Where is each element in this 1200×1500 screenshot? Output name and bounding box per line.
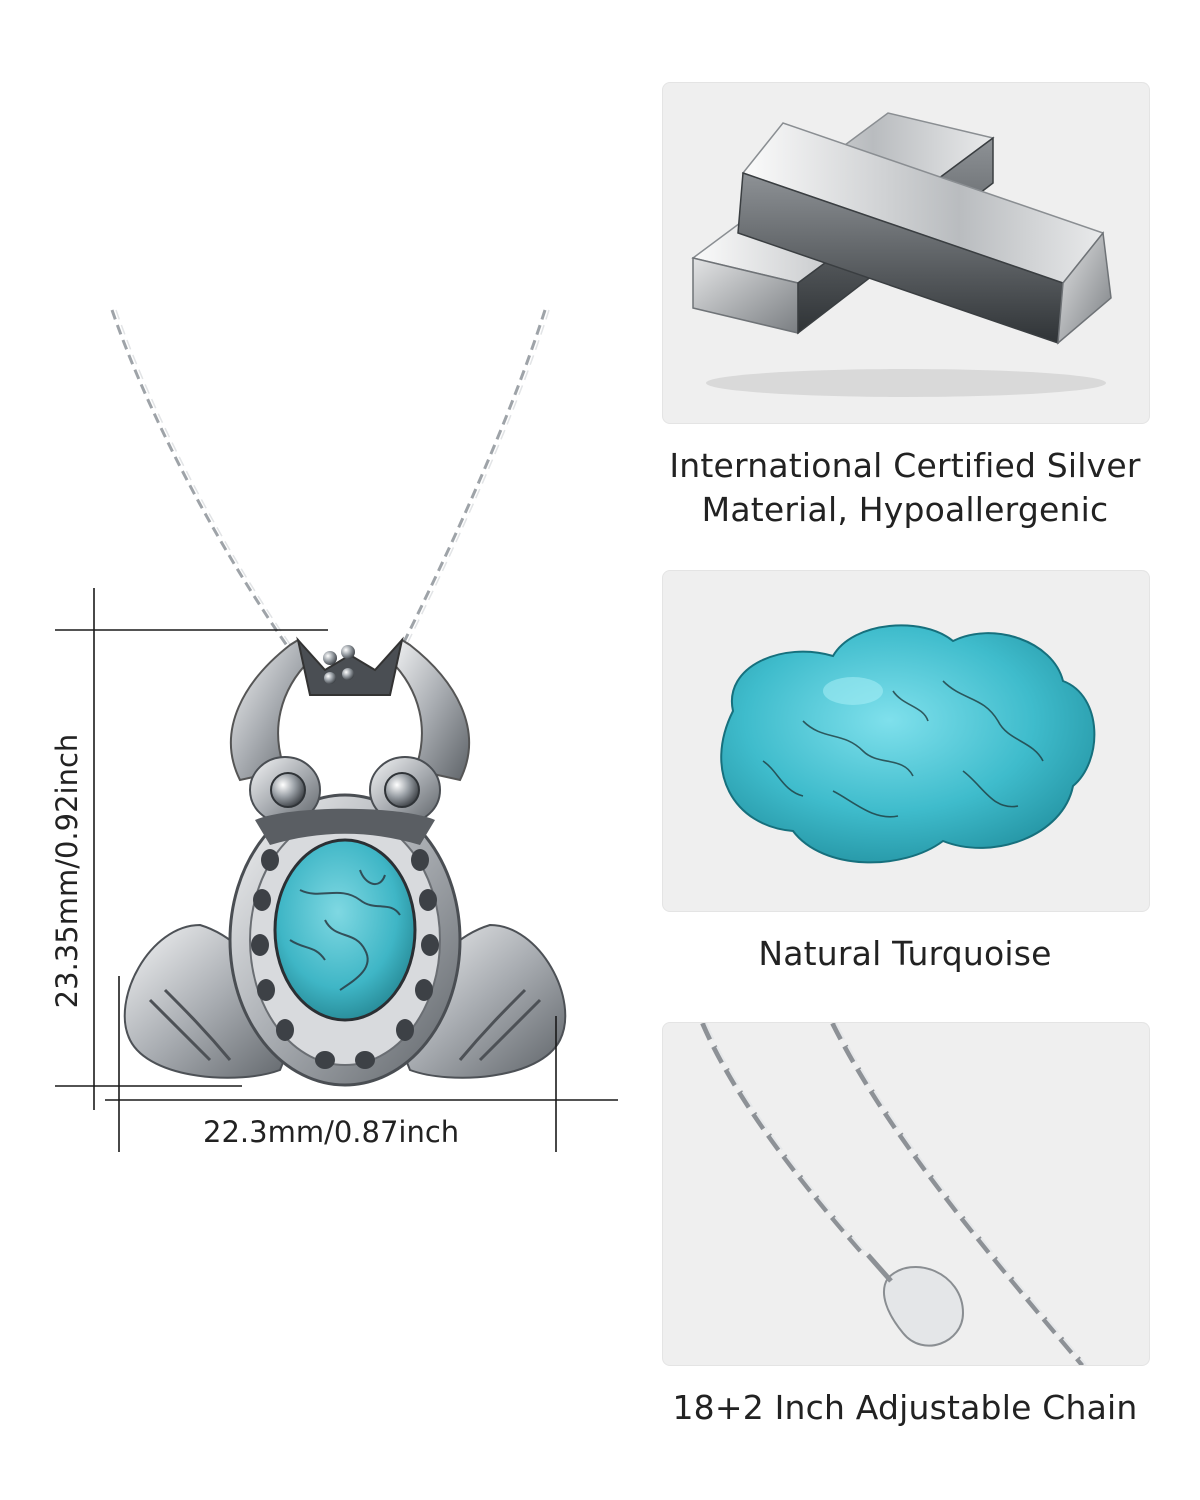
silver-material-card	[662, 82, 1150, 424]
chain-closeup-image	[700, 1023, 1087, 1365]
pendant-illustration	[40, 300, 640, 1160]
width-dimension-label: 22.3mm/0.87inch	[203, 1115, 460, 1149]
silver-caption-line1: International Certified Silver	[669, 446, 1141, 485]
silver-caption-line2: Material, Hypoallergenic	[701, 490, 1109, 529]
turquoise-card	[662, 570, 1150, 912]
turquoise-stone-image	[720, 624, 1096, 864]
silver-bars-image	[691, 112, 1112, 397]
height-dimension-label: 23.35mm/0.92inch	[50, 733, 84, 1009]
turquoise-caption: Natural Turquoise	[758, 934, 1052, 973]
chain-caption: 18+2 Inch Adjustable Chain	[672, 1388, 1138, 1427]
frog-pendant-image	[55, 309, 618, 1152]
chain-card	[662, 1022, 1150, 1366]
